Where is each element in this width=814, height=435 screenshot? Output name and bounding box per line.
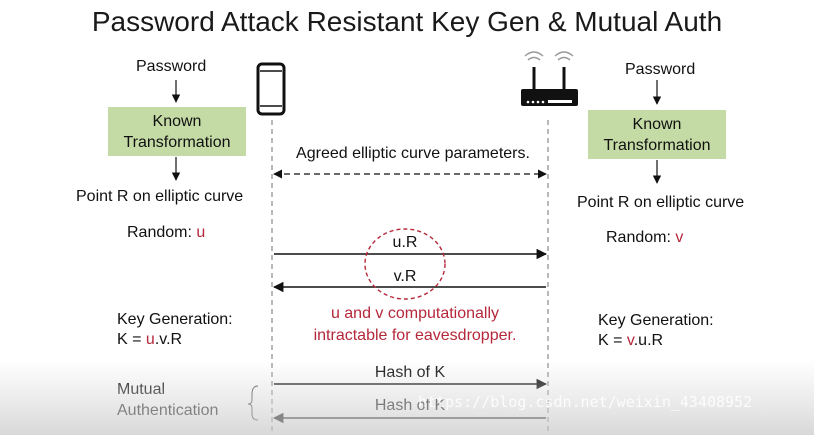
watermark-text: https://blog.csdn.net/weixin_43408952 [418, 393, 753, 411]
uR-label: u.R [392, 234, 418, 251]
left-transformation-line2: Transformation [123, 134, 231, 151]
left-transformation-box: Known Transformation [108, 107, 246, 156]
left-random-label: Random: u [127, 224, 205, 242]
right-transformation-line1: Known [632, 116, 682, 133]
left-keygen-label: Key Generation: [117, 311, 233, 328]
hash1-label: Hash of K [374, 364, 446, 381]
right-key-suffix: .u.R [633, 332, 664, 349]
agreed-params-label: Agreed elliptic curve parameters. [296, 145, 530, 162]
right-transformation-line2: Transformation [603, 137, 711, 154]
left-random-var: u [196, 224, 206, 241]
wifi-router-icon [521, 51, 578, 106]
left-key-prefix: K = [117, 331, 146, 348]
left-key-formula: K = u.v.R [117, 331, 182, 349]
eavesdropper-circle [364, 228, 446, 300]
right-key-prefix: K = [598, 332, 627, 349]
right-key-var: v [626, 332, 634, 349]
left-transformation-line1: Known [152, 113, 202, 130]
right-random-var: v [675, 229, 684, 246]
right-random-label: Random: v [606, 229, 683, 247]
vR-label: v.R [393, 268, 417, 285]
left-point-label: Point R on elliptic curve [76, 188, 244, 205]
right-transformation-box: Known Transformation [588, 110, 726, 159]
eavesdropper-note-line1: u and v computationally [330, 305, 500, 322]
left-key-suffix: .v.R [154, 331, 183, 348]
right-point-label: Point R on elliptic curve [577, 194, 745, 211]
left-key-var: u [145, 331, 155, 348]
right-key-formula: K = v.u.R [598, 332, 663, 350]
mutual-auth-line1: Mutual [117, 381, 166, 398]
mutual-auth-brace [247, 385, 259, 421]
smartphone-icon [256, 62, 286, 116]
eavesdropper-note-line2: intractable for eavesdropper. [313, 327, 517, 344]
right-password-label: Password [625, 61, 696, 78]
mutual-auth-line2: Authentication [117, 402, 219, 419]
left-random-text: Random: [127, 224, 197, 241]
left-password-label: Password [136, 58, 207, 75]
right-random-text: Random: [606, 229, 676, 246]
diagram-title: Password Attack Resistant Key Gen & Mutu… [91, 6, 723, 37]
right-keygen-label: Key Generation: [598, 312, 714, 329]
